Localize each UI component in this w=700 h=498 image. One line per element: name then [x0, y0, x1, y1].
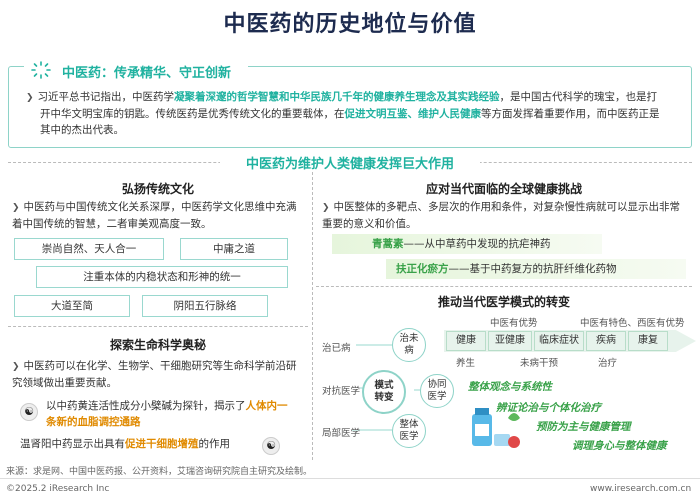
intro-highlight: 促进文明互鉴、维护人民健康 — [344, 108, 482, 120]
artemisinin-band: 青蒿素——从中草药中发现的抗疟神药 — [332, 234, 602, 254]
stage-symptoms: 临床症状 — [534, 331, 584, 351]
intro-box — [8, 66, 692, 148]
section-title-bg — [220, 152, 480, 172]
row-label: 对抗医学 — [322, 386, 361, 397]
stem-cell-note: 温肾阳中药显示出具有促进干细胞增殖的作用 — [20, 436, 260, 452]
column-divider — [312, 172, 313, 460]
culture-tag: 注重本体的内稳状态和形神的统一 — [36, 266, 288, 288]
prevention-circle: 治未病 — [392, 328, 426, 362]
intro-heading: 中医药：传承精华、守正创新 — [62, 66, 232, 81]
yin-yang-icon: ☯ — [262, 437, 280, 455]
fuzheng-text: ——基于中药复方的抗肝纤维化药物 — [448, 263, 617, 275]
intro-highlight: 凝聚着深邃的哲学智慧和中华民族几千年的健康养生理念及其实践经验 — [174, 91, 500, 103]
medicine-bottle-icon — [472, 408, 520, 448]
stage-disease: 疾病 — [586, 331, 626, 351]
traditional-culture-text: ❯中医药与中国传统文化关系深厚，中医药学文化思维中充满着中国传统的智慧，二者审美… — [12, 199, 304, 232]
global-health-title: 应对当代面临的全球健康挑战 — [425, 182, 582, 196]
fuzheng-label: 扶正化瘀方 — [396, 263, 449, 275]
circle-label: 整体医学 — [399, 419, 419, 442]
source-note: 来源：求是网、中国中医药报、公开资料，艾瑞咨询研究院自主研究及绘制。 — [6, 467, 313, 477]
intro-text: 习近平总书记指出，中医药学 — [37, 91, 175, 103]
concept-label: 辨证论治与个体化治疗 — [496, 402, 601, 414]
traditional-culture-body: 中医药与中国传统文化关系深厚，中医药学文化思维中充满着中国传统的智慧，二者审美观… — [12, 201, 297, 230]
stem-cell-text: 的作用 — [198, 438, 231, 450]
stem-cell-text: 温肾阳中药显示出具有 — [20, 438, 125, 450]
intro-text: 其中的杰出代表。 — [40, 124, 124, 136]
life-science-body: 中医药可以在化学、生物学、干细胞研究等生命科学前沿研究领域做出重要贡献。 — [12, 360, 297, 389]
divider — [8, 326, 308, 327]
holistic-circle: 整体医学 — [392, 414, 426, 448]
artemisinin-label: 青蒿素 — [372, 238, 404, 250]
concept-label: 调理身心与整体健康 — [572, 440, 667, 452]
traditional-culture-title: 弘扬传统文化 — [121, 182, 194, 196]
culture-tag: 阴阳五行脉络 — [142, 295, 268, 317]
section-title: 中医药为维护人类健康发挥巨大作用 — [245, 157, 454, 172]
berberine-text: 以中药黄连活性成分小檗碱为探针，揭示了 — [46, 400, 246, 412]
global-health-text: ❯中医整体的多靶点、多层次的作用和条件，对复杂慢性病就可以显示出非常重要的意义和… — [322, 199, 686, 232]
intro-text: 等方面发挥着重要作用，而中医药正是 — [481, 108, 660, 120]
chevron-right-icon: ❯ — [322, 203, 330, 213]
sun-icon — [31, 61, 51, 79]
stage-recovery: 康复 — [628, 331, 668, 351]
row-label: 治已病 — [322, 343, 351, 354]
chevron-right-icon: ❯ — [12, 203, 20, 213]
life-science-title: 探索生命科学奥秘 — [109, 338, 206, 352]
stage-note: 未病干预 — [520, 358, 559, 369]
artemisinin-text: ——从中草药中发现的抗疟神药 — [403, 238, 551, 250]
chevron-right-icon: ❯ — [12, 362, 20, 372]
stem-cell-highlight: 促进干细胞增殖 — [125, 438, 199, 450]
concept-label: 整体观念与系统性 — [468, 381, 552, 393]
life-science-text: ❯中医药可以在化学、生物学、干细胞研究等生命科学前沿研究领域做出重要贡献。 — [12, 358, 304, 391]
footer-divider — [0, 478, 700, 479]
model-shift-circle: 模式转变 — [362, 370, 406, 414]
culture-tag: 大道至简 — [14, 295, 130, 317]
intro-text: 开中华文明宝库的钥匙。传统医药是优秀传统文化的重要载体，在 — [40, 108, 345, 120]
medical-model-title: 推动当代医学模式的转变 — [437, 295, 570, 309]
stage-health: 健康 — [446, 331, 486, 351]
copyright: ©2025.2 iResearch Inc — [6, 484, 110, 494]
stage-subhealth: 亚健康 — [488, 331, 532, 351]
synergy-circle: 协同医学 — [420, 374, 454, 408]
site-url: www.iresearch.com.cn — [590, 484, 692, 494]
intro-text: ，是中国古代科学的瑰宝，也是打 — [499, 91, 658, 103]
berberine-highlight: 人体内一条新的血脂调控通路 — [46, 400, 288, 428]
fuzheng-band: 扶正化瘀方——基于中药复方的抗肝纤维化药物 — [386, 259, 686, 279]
stage-note: 治疗 — [598, 358, 618, 369]
circle-label: 协同医学 — [427, 379, 447, 402]
circle-label: 治未病 — [399, 333, 419, 356]
page-title: 中医药的历史地位与价值 — [223, 12, 477, 37]
stage-note: 养生 — [456, 358, 476, 369]
intro-paragraph: ❯习近平总书记指出，中医药学凝聚着深邃的哲学智慧和中华民族几千年的健康养生理念及… — [26, 89, 686, 138]
global-health-body: 中医整体的多靶点、多层次的作用和条件，对复杂慢性病就可以显示出非常重要的意义和价… — [322, 201, 681, 230]
stage-note: 中医有优势 — [490, 318, 538, 329]
concept-label: 预防为主与健康管理 — [536, 421, 631, 433]
culture-tag: 中庸之道 — [180, 238, 288, 260]
circle-label: 模式转变 — [374, 380, 394, 403]
intro-header-bg — [24, 58, 248, 82]
culture-tag: 崇尚自然、天人合一 — [14, 238, 164, 260]
divider — [316, 286, 692, 287]
stage-note: 中医有特色、西医有优势 — [580, 318, 685, 329]
row-label: 局部医学 — [322, 428, 361, 439]
berberine-note: 以中药黄连活性成分小檗碱为探针，揭示了人体内一条新的血脂调控通路 — [46, 398, 294, 430]
chevron-right-icon: ❯ — [26, 93, 34, 103]
yin-yang-icon: ☯ — [20, 403, 38, 421]
